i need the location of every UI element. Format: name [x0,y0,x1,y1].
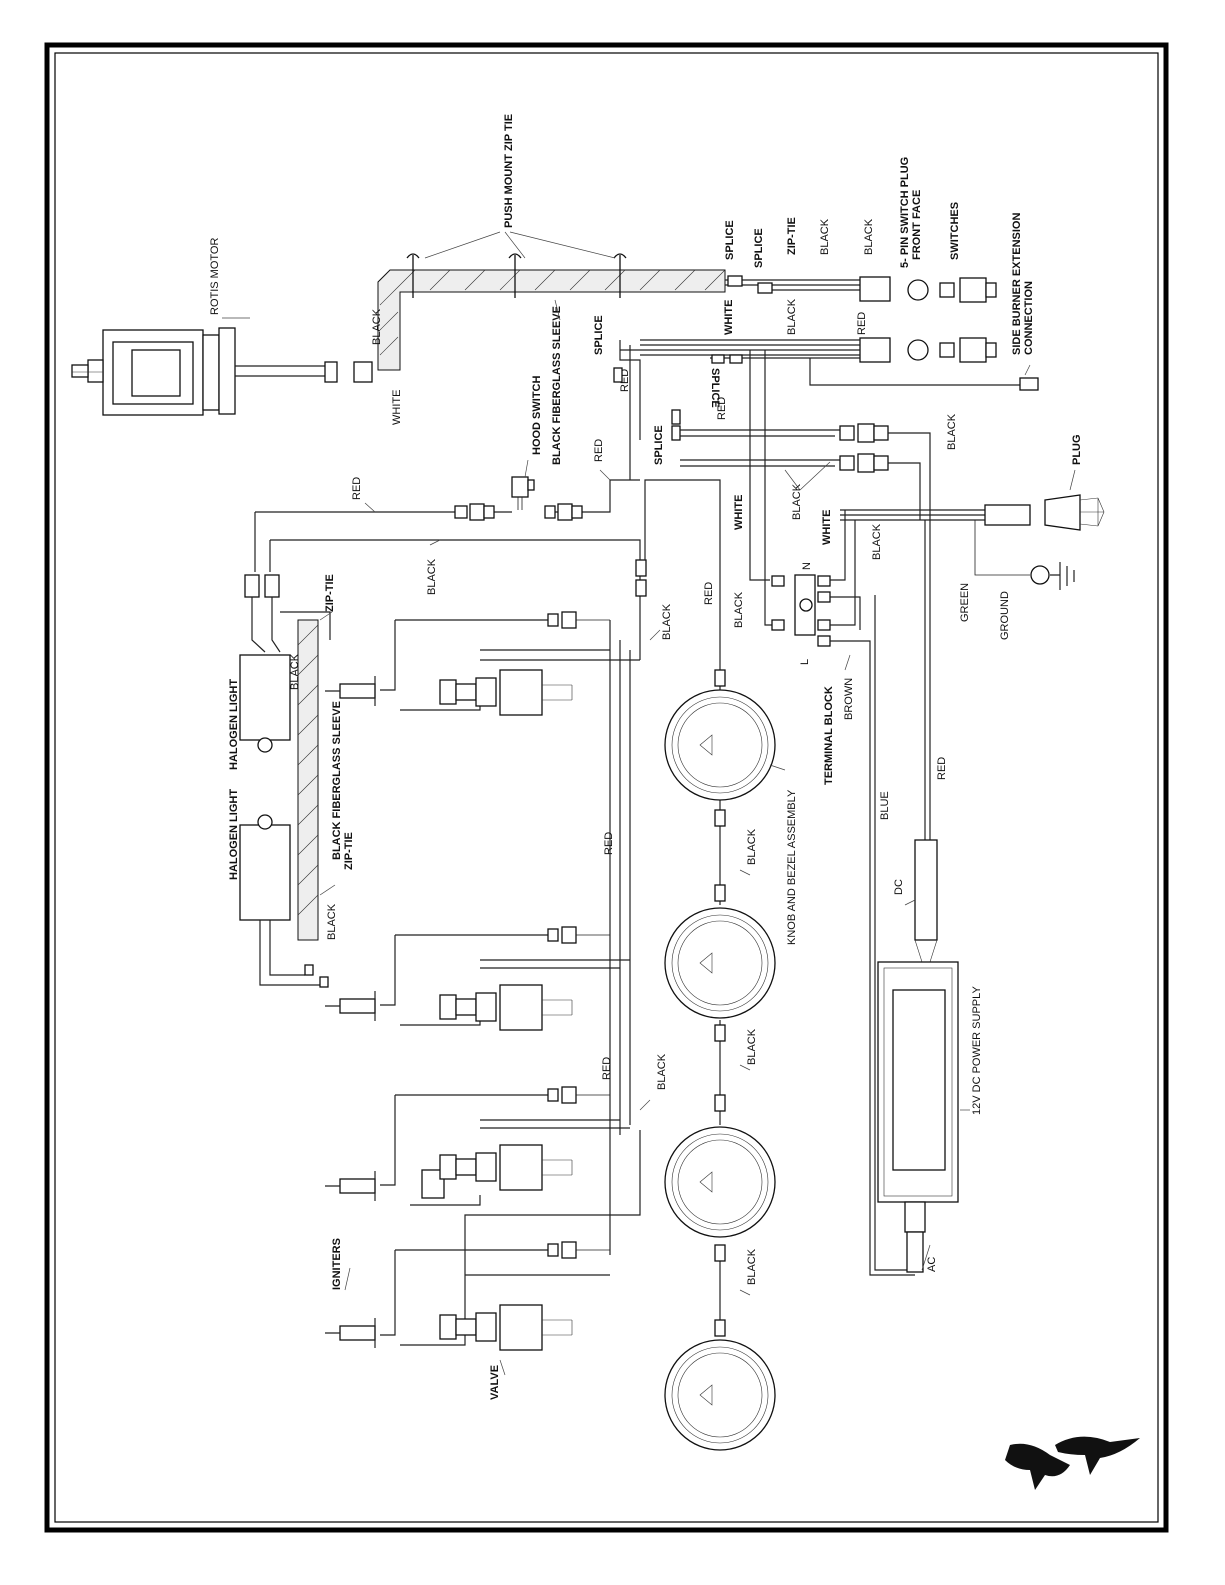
label-rotis-motor: ROTIS MOTOR [209,238,221,315]
label-igniters: IGNITERS [331,1238,343,1290]
halogen-light [239,574,329,988]
label-splice-rotated: SPLICE [709,368,721,408]
label-black-knob2: BLACK [746,1028,758,1065]
label-black-fiberglass-sleeve-upper: BLACK FIBERGLASS SLEEVE [551,306,563,465]
label-black-halogen: BLACK [289,653,301,690]
label-brown: BROWN [843,678,855,720]
label-halogen-light-2: HALOGEN LIGHT [228,789,240,880]
label-black-knob1: BLACK [746,828,758,865]
fiberglass-sleeve-lower [297,619,319,941]
label-black-bus2: BLACK [656,1053,668,1090]
label-side-burner-extension: SIDE BURNER EXTENSION [1011,213,1023,355]
label-black-top: BLACK [819,218,831,255]
label-red-hood: RED [351,477,363,500]
label-zip-tie-lower: ZIP-TIE [343,832,355,870]
outer-border [44,42,1169,1533]
label-blue: BLUE [879,791,891,820]
knob-bezel-3 [664,1126,776,1238]
label-black-lower: BLACK [326,903,338,940]
knob-bezel-2 [664,907,776,1019]
igniter-valve-group-1 [325,611,640,716]
label-black-right: BLACK [946,413,958,450]
terminal-l: L [799,659,811,665]
label-red-top: RED [856,312,868,335]
label-white-motor: WHITE [391,390,403,425]
label-red-mid: RED [716,397,728,420]
label-red-hood2: RED [593,439,605,462]
igniter-valve-group-4 [325,1130,641,1351]
label-zip-tie-top: ZIP-TIE [786,217,798,255]
igniter-valve-group-3 [325,1086,630,1206]
label-black-fiberglass-sleeve-lower: BLACK FIBERGLASS SLEEVE [331,701,343,860]
label-white-top: WHITE [723,300,735,335]
inner-border [54,52,1159,1523]
igniter-valve-group-2 [325,926,630,1031]
label-ac: AC [926,1257,938,1272]
label-black-bus1: BLACK [661,603,673,640]
label-white-terminal: WHITE [821,510,833,545]
label-black-motor: BLACK [371,308,383,345]
label-black-ign: BLACK [733,591,745,628]
label-front-face: FRONT FACE [911,190,923,260]
label-zip-tie-halogen: ZIP-TIE [324,574,336,612]
label-red-bus2: RED [601,1057,613,1080]
label-plug: PLUG [1071,434,1083,465]
knob-bezel-4 [664,1339,776,1451]
hood-switch [511,476,535,510]
label-switches: SWITCHES [949,202,961,260]
label-halogen-light: HALOGEN LIGHT [228,679,240,770]
dc-power-supply [877,961,959,1273]
label-black-hood: BLACK [426,558,438,595]
label-push-mount-zip-tie: PUSH MOUNT ZIP TIE [503,114,515,228]
label-ground: GROUND [999,591,1011,640]
label-red-bus: RED [603,832,615,855]
label-black-terminal: BLACK [871,523,883,560]
label-green: GREEN [959,583,971,622]
knob-bezel-1 [664,689,776,801]
label-connection: CONNECTION [1023,281,1035,355]
label-splice-2: SPLICE [753,228,765,268]
label-splice-4: SPLICE [653,425,665,465]
terminal-n: N [801,562,813,570]
label-splice-3: SPLICE [593,315,605,355]
label-dc-power-supply: 12V DC POWER SUPPLY [971,986,983,1115]
switches [939,277,997,363]
eagle-logo [1005,1436,1140,1490]
push-mount-zip-ties [406,231,627,298]
label-black-plug: BLACK [863,218,875,255]
label-black-mid: BLACK [786,298,798,335]
label-terminal-block: TERMINAL BLOCK [823,686,835,785]
label-white-mid: WHITE [733,495,745,530]
label-red-ign: RED [703,582,715,605]
label-dc: DC [893,879,905,895]
plug [1044,494,1105,531]
rotis-motor [71,327,236,416]
label-splice-1: SPLICE [724,220,736,260]
terminal-block: N L [771,562,831,665]
label-valve: VALVE [489,1365,501,1400]
label-black-mid2: BLACK [791,483,803,520]
label-red-dc: RED [936,757,948,780]
label-black-knob3: BLACK [746,1248,758,1285]
label-knob-and-bezel-assembly: KNOB AND BEZEL ASSEMBLY [786,789,798,945]
label-hood-switch: HOOD SWITCH [531,376,543,455]
label-five-pin-plug: 5- PIN SWITCH PLUG [899,157,911,268]
switch-plug-housings [859,276,929,363]
